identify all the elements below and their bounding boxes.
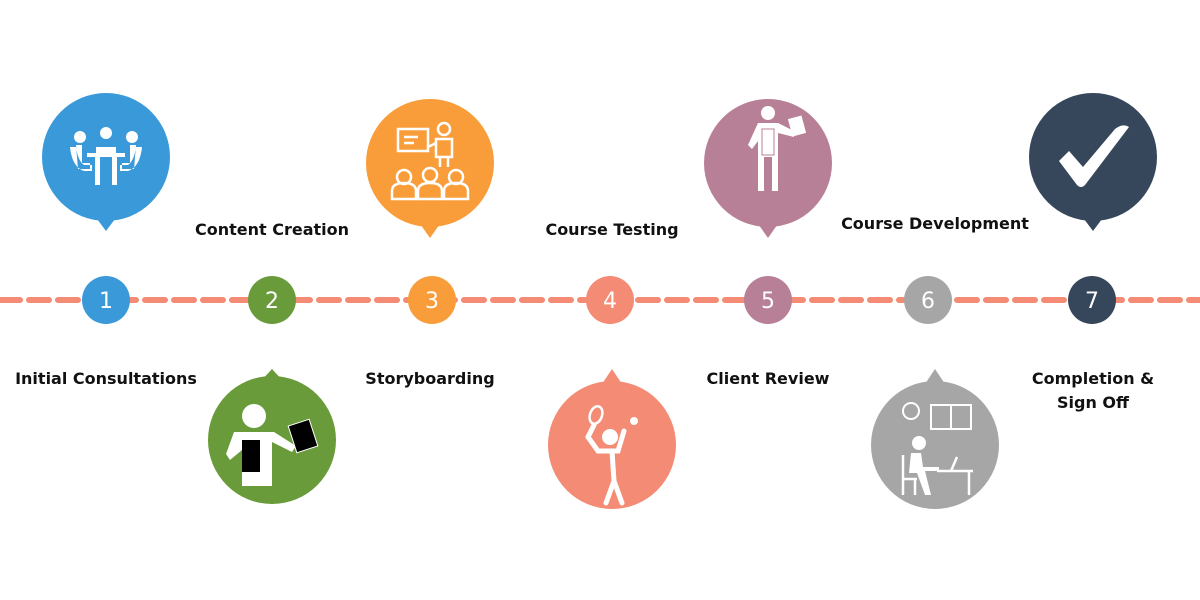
- step-bubble: [548, 369, 676, 509]
- step-number-node: 1: [82, 276, 130, 324]
- step-number-node: 7: [1068, 276, 1116, 324]
- reviewer-document-icon: [748, 106, 807, 191]
- person-at-desk-icon: [901, 402, 973, 495]
- bubble-pointer: [260, 369, 284, 382]
- bubble-pointer: [923, 369, 947, 387]
- checkmark-icon: [1059, 125, 1129, 187]
- step-label: Initial Consultations: [15, 369, 197, 388]
- step-number-node: 2: [248, 276, 296, 324]
- step-number: 2: [265, 289, 279, 314]
- bubble-pointer: [756, 221, 780, 238]
- step-bubble: [366, 99, 494, 238]
- number-circle: [744, 276, 792, 324]
- step-bubble: [871, 369, 999, 509]
- step-label: Client Review: [706, 369, 830, 388]
- step-number-node: 6: [904, 276, 952, 324]
- step-1: 1: [42, 93, 170, 324]
- bubble-pointer: [94, 215, 118, 231]
- step-number-node: 5: [744, 276, 792, 324]
- step-4: 4: [548, 276, 676, 509]
- number-circle: [904, 276, 952, 324]
- tennis-player-icon: [585, 405, 638, 506]
- step-number: 7: [1085, 289, 1099, 314]
- step-number: 1: [99, 289, 113, 314]
- step-7: 7: [1029, 93, 1157, 324]
- number-circle: [586, 276, 634, 324]
- step-number: 4: [603, 289, 617, 314]
- meeting-table-icon: [70, 127, 142, 185]
- step-label: Course Testing: [545, 220, 679, 239]
- step-label: Content Creation: [194, 220, 350, 239]
- step-bubble: [42, 93, 170, 231]
- step-bubble: [1029, 93, 1157, 231]
- number-circle: [248, 276, 296, 324]
- presentation-audience-icon: [390, 121, 470, 201]
- step-label: Course Development: [841, 214, 1029, 233]
- bubble-circle: [871, 381, 999, 509]
- number-circle: [1068, 276, 1116, 324]
- presenter-document-icon: [226, 404, 319, 486]
- bubble-pointer: [600, 369, 624, 387]
- step-3: 3: [366, 99, 494, 324]
- bubble-pointer: [1081, 215, 1105, 231]
- bubble-circle: [548, 381, 676, 509]
- number-circle: [408, 276, 456, 324]
- bubble-pointer: [418, 221, 442, 238]
- step-5: 5: [704, 99, 832, 324]
- step-number: 6: [921, 289, 935, 314]
- step-2: 2: [208, 276, 336, 504]
- step-bubble: [704, 99, 832, 238]
- step-number: 5: [761, 289, 775, 314]
- bubble-circle: [366, 99, 494, 227]
- number-circle: [82, 276, 130, 324]
- step-label: Completion & Sign Off: [1031, 369, 1155, 412]
- step-number-node: 4: [586, 276, 634, 324]
- step-bubble: [208, 369, 336, 504]
- step-number-node: 3: [408, 276, 456, 324]
- step-6: 6: [871, 276, 999, 509]
- step-label: Storyboarding: [365, 369, 495, 388]
- step-number: 3: [425, 289, 439, 314]
